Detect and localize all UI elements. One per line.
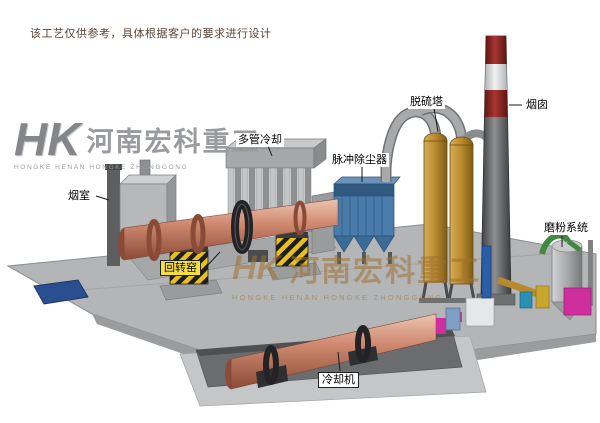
label-multi-tube-cooler: 多管冷却 (236, 133, 284, 147)
label-desulfurization-tower: 脱硫塔 (408, 95, 445, 109)
brand-name-en: HONGKE HENAN HONGKE ZHONGGONG (14, 164, 189, 171)
kiln-supports (159, 232, 322, 301)
brand-name-cn: 河南宏科重工 (86, 126, 261, 157)
rotary-kiln-equipment (118, 198, 339, 262)
label-cooling-machine: 冷却机 (318, 372, 359, 388)
label-smoke-chamber: 烟室 (66, 189, 92, 203)
disclaimer-note: 该工艺仅供参考，具体根据客户的要求进行设计 (30, 28, 272, 40)
label-pulse-dust-collector: 脉冲除尘器 (330, 153, 389, 167)
watermark-name-en: HONGKE HENAN HONGKE ZHONGGONG (232, 293, 444, 302)
desulfurization-towers-equipment (380, 102, 495, 303)
label-leader-lines (95, 104, 563, 372)
center-watermark: HK 河南宏科重工 HONGKE HENAN HONGKE ZHONGGONG (232, 246, 492, 302)
watermark-logo-mark: HK (232, 249, 282, 287)
smoke-chamber-equipment (105, 159, 177, 266)
water-pool (33, 279, 89, 305)
watermark-name-cn: 河南宏科重工 (289, 255, 482, 288)
grinding-system-equipment (496, 232, 593, 321)
brand-logo-mark: HK (14, 113, 81, 165)
label-rotary-kiln: 回转窑 (160, 260, 201, 276)
chimney-equipment (452, 35, 516, 327)
cooling-machine-equipment (195, 307, 463, 390)
brand-logo: HK 河南宏科重工 HONGKE HENAN HONGKE ZHONGGONG (14, 113, 258, 171)
label-chimney: 烟囱 (524, 98, 550, 112)
label-grinding-system: 磨粉系统 (542, 221, 590, 235)
